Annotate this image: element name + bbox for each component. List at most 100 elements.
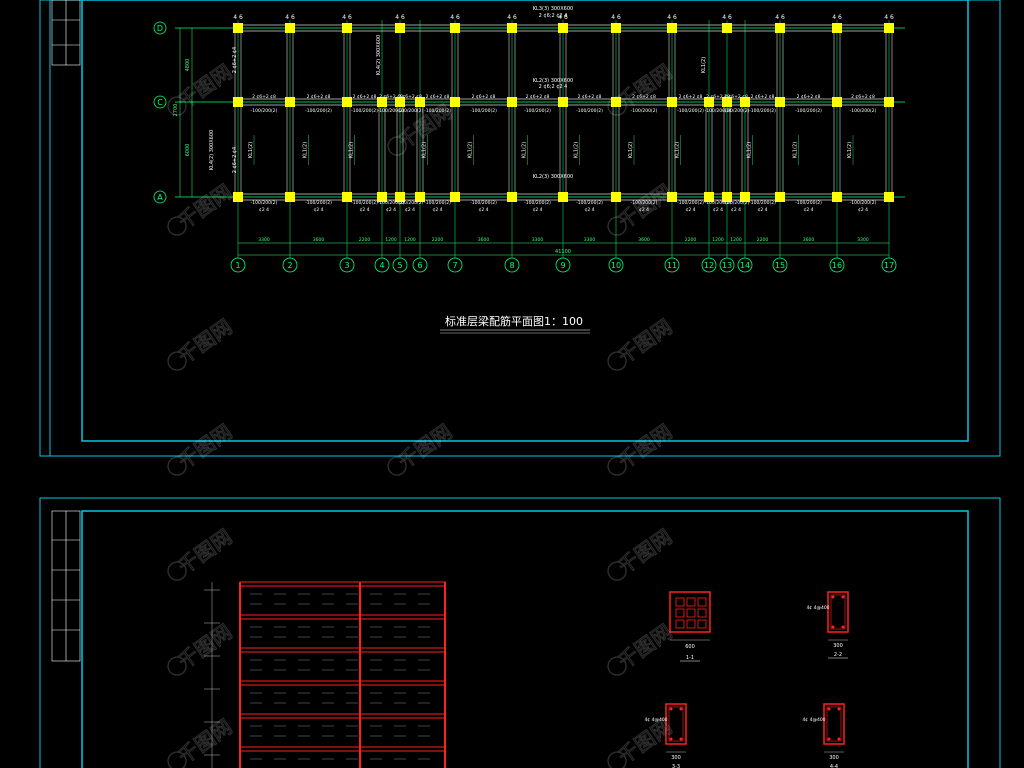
column — [450, 192, 460, 202]
stirrup-label: -100/200(2) — [677, 200, 704, 206]
stirrup-label: -100/200(2) — [749, 108, 776, 114]
section-bar — [841, 595, 845, 599]
title-block-1 — [51, 0, 81, 66]
stirrup-label: -100/200(2) — [378, 200, 405, 206]
watermark-logo-mark — [167, 351, 187, 371]
axis-number: 4 — [379, 261, 384, 270]
rebar-label: 4 6 — [611, 14, 621, 21]
kl-callout: KL3(3) 300X600 — [533, 6, 573, 12]
section-stirrup — [668, 706, 684, 742]
column — [611, 97, 621, 107]
stirrup-label: -100/200(2) — [305, 108, 332, 114]
section-rebar — [686, 597, 696, 607]
column — [832, 192, 842, 202]
left-dim: 2700 — [173, 104, 179, 117]
section-label: 3-3 — [672, 764, 680, 768]
kl-callout: KL4(2) 300X600 — [376, 35, 382, 75]
stirrup-label: -100/200(2) — [424, 200, 451, 206]
section-label: 4-4 — [830, 764, 838, 768]
column — [507, 97, 517, 107]
watermark-logo-mark — [607, 216, 627, 236]
axis-number: 5 — [397, 261, 402, 270]
bottom-rebar-label: ¢2 4 — [386, 207, 396, 213]
watermark-text: 千图网 — [613, 180, 676, 234]
stirrup-label: -100/200(2) — [795, 200, 822, 206]
bottom-rebar-label: ¢2 4 — [359, 207, 369, 213]
stirrup-label: -100/200(2) — [677, 108, 704, 114]
column — [558, 192, 568, 202]
column — [722, 23, 732, 33]
column-markers — [233, 23, 894, 202]
span-dim: 2200 — [685, 237, 697, 243]
watermark-logo: 千图网 — [167, 314, 237, 371]
span-dim: 3600 — [478, 237, 490, 243]
span-dim: 3300 — [532, 237, 544, 243]
sheet-2-frame — [39, 497, 1001, 768]
watermark-text: 千图网 — [393, 420, 456, 474]
span-dim: 3600 — [638, 237, 650, 243]
rebar-label: 4 6 — [722, 14, 732, 21]
top-rebar-label: 2 ¢6+2 ¢8 — [679, 94, 703, 100]
beam-band — [239, 647, 446, 653]
section-bar — [837, 707, 841, 711]
axis-number: 12 — [704, 261, 714, 270]
span-dim: 1200 — [385, 237, 397, 243]
bottom-rebar-label: ¢2 4 — [532, 207, 542, 213]
column — [667, 23, 677, 33]
axis-number: 17 — [884, 261, 894, 270]
section-dim-text: 300 — [829, 755, 839, 761]
section-rebar-tag: 4¢ 4@400 — [802, 717, 825, 723]
top-rebar-label: 2 ¢6+2 ¢8 — [526, 94, 550, 100]
column — [342, 23, 352, 33]
watermark-text: 千图网 — [173, 180, 236, 234]
left-rebar-label: 2 ¢6+2 ¢4 — [232, 47, 238, 73]
section-label: 1-1 — [686, 655, 694, 661]
rebar-label: 4 6 — [507, 14, 517, 21]
section-rebar — [697, 608, 707, 618]
column — [832, 97, 842, 107]
bottom-rebar-label: ¢2 4 — [405, 207, 415, 213]
column — [233, 23, 243, 33]
rebar-label: 4 6 — [558, 14, 568, 21]
axis-bubble — [719, 257, 735, 273]
section-bar — [669, 737, 673, 741]
kl-label: KL1(2) — [303, 142, 309, 158]
kl-label: KL1(2) — [574, 142, 580, 158]
watermark-logo: 千图网 — [167, 714, 237, 768]
column — [450, 97, 460, 107]
stirrup-label: -100/200(2) — [576, 108, 603, 114]
column — [558, 97, 568, 107]
section-rebar — [686, 619, 696, 629]
column — [722, 97, 732, 107]
column — [285, 23, 295, 33]
top-rebar-label: 2 ¢6+2 ¢8 — [751, 94, 775, 100]
axis-number: 13 — [722, 261, 732, 270]
rebar-label: 4 6 — [667, 14, 677, 21]
axis-bubble — [412, 257, 428, 273]
axis-number: 6 — [417, 261, 422, 270]
rebar-label: 4 6 — [884, 14, 894, 21]
bottom-rebar-label: ¢2 4 — [803, 207, 813, 213]
beam-band — [239, 581, 446, 587]
kl-callout: KL4(2) 300X600 — [209, 130, 215, 170]
bottom-rebar-label: ¢2 4 — [731, 207, 741, 213]
axis-bubble — [555, 257, 571, 273]
axis-bubble — [153, 190, 167, 204]
stirrup-label: -100/200(2) — [524, 200, 551, 206]
watermark-logo-mark — [607, 561, 627, 581]
watermark-text: 千图网 — [173, 420, 236, 474]
stirrup-label: -100/200(2) — [351, 108, 378, 114]
rebar-label: 4 6 — [450, 14, 460, 21]
bottom-rebar-label: ¢2 4 — [713, 207, 723, 213]
stirrup-label: -100/200(2) — [470, 108, 497, 114]
watermark-text: 千图网 — [173, 620, 236, 674]
stirrup-label: -100/200(2) — [631, 200, 658, 206]
span-dim: 3300 — [258, 237, 270, 243]
section-rebar — [675, 619, 685, 629]
bottom-rebar-label: ¢2 4 — [757, 207, 767, 213]
column — [377, 97, 387, 107]
axis-number: 8 — [509, 261, 514, 270]
axis-bubble — [881, 257, 897, 273]
section-label: 2-2 — [834, 652, 842, 658]
